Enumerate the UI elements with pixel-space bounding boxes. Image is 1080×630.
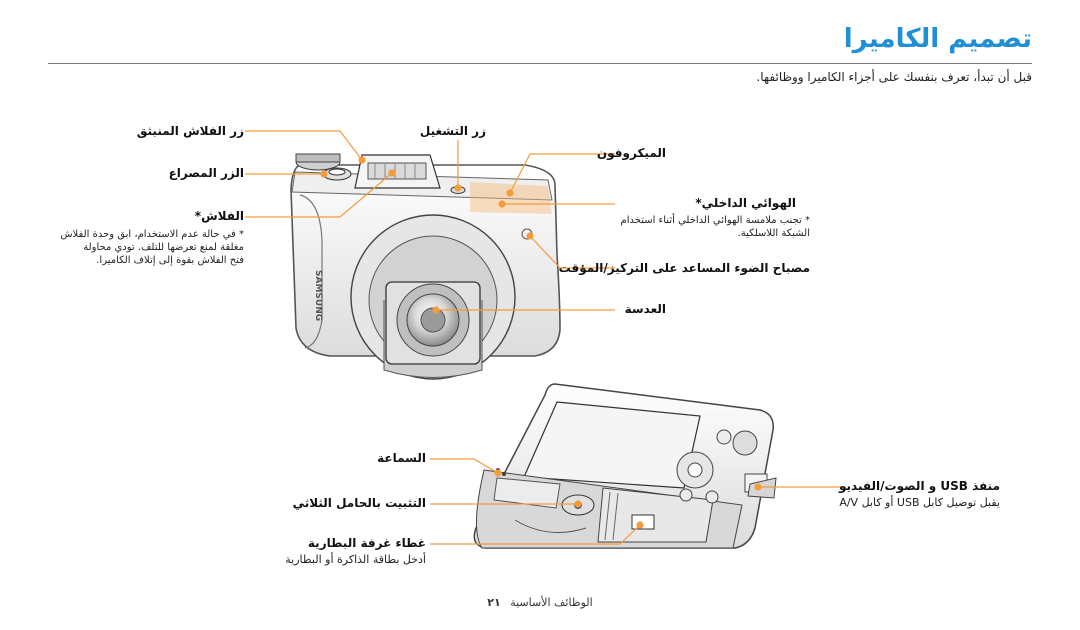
label-lens: العدسة	[624, 302, 666, 316]
page-footer: الوظائف الأساسية ٢١	[0, 596, 1080, 609]
note-battery: أدخل بطاقة الذاكرة أو البطارية	[285, 553, 426, 566]
label-antenna: الهوائي الداخلي*	[695, 196, 796, 210]
label-tripod: التثبيت بالحامل الثلاثي	[292, 496, 426, 510]
label-battery-cover: غطاء غرفة البطارية	[307, 536, 426, 550]
label-shutter-button: الزر المصراع	[168, 166, 244, 180]
note-antenna: * تجنب ملامسة الهوائي الداخلي أثناء استخ…	[620, 215, 810, 239]
page-title: تصميم الكاميرا	[843, 24, 1032, 54]
note-usb: يقبل توصيل كابل USB أو كابل A/V	[839, 496, 1000, 509]
brand-logo-side: SAMSUNG	[313, 270, 323, 321]
title-rule	[48, 63, 1032, 64]
label-microphone: الميكروفون	[596, 146, 666, 160]
callouts	[245, 130, 846, 545]
label-flash-release: زر الفلاش المنبثق	[136, 124, 244, 138]
intro-text: قبل أن تبدأ، تعرف بنفسك على أجزاء الكامي…	[756, 70, 1032, 84]
label-flash: الفلاش*	[194, 209, 244, 223]
camera-bottom	[473, 383, 777, 549]
note-flash: * في حالة عدم الاستخدام، ابق وحدة الفلاش…	[60, 229, 244, 266]
label-speaker: السماعة	[377, 451, 426, 465]
page-number: ٢١	[487, 596, 501, 609]
camera-front: SAMSUNG	[290, 153, 561, 380]
label-af-lamp: مصباح الضوء المساعد على التركيز/المؤقت	[558, 261, 810, 275]
label-power-button: زر التشغيل	[419, 124, 486, 138]
footer-section: الوظائف الأساسية	[510, 596, 593, 609]
label-usb-port: منفذ USB و الصوت/الفيديو	[839, 479, 1000, 493]
